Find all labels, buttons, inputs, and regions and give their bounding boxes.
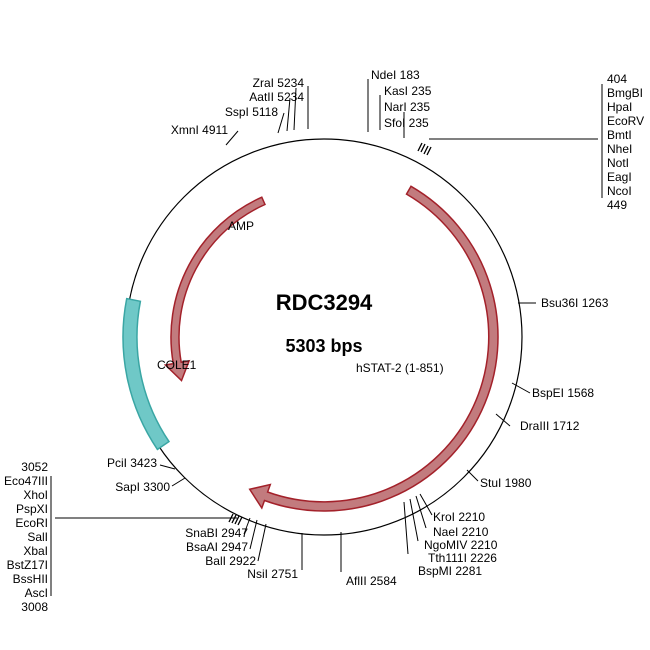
- site-label: KasI 235: [384, 84, 432, 98]
- mcs-right-entry: EcoRV: [607, 114, 644, 128]
- mcs-left-entry: BssHII: [13, 572, 48, 586]
- site-label: NgoMIV 2210: [424, 538, 498, 552]
- site-label: BsaAI 2947: [186, 540, 248, 554]
- site-label: SnaBI 2947: [185, 526, 248, 540]
- mcs-left-entry: EcoRI: [15, 516, 48, 530]
- site-label: BspMI 2281: [418, 564, 482, 578]
- cole1-feature-label: COLE1: [157, 358, 197, 372]
- site-label: PciI 3423: [107, 456, 157, 470]
- site-label: Bsu36I 1263: [541, 296, 609, 310]
- mcs-left-entry: 3052: [21, 460, 48, 474]
- mcs-connectors: [50, 84, 603, 596]
- site-label: XmnI 4911: [171, 123, 228, 137]
- mcs-left-entry: XhoI: [23, 488, 48, 502]
- plasmid-name: RDC3294: [276, 290, 373, 315]
- mcs-left-entry: BstZ17I: [7, 558, 48, 572]
- mcs-left-entry: AscI: [25, 586, 48, 600]
- site-label: BspEI 1568: [532, 386, 594, 400]
- hstat2-feature-label: hSTAT-2 (1-851): [356, 361, 444, 375]
- amp-feature-label: AMP: [228, 219, 254, 233]
- mcs-left-entry: XbaI: [23, 544, 48, 558]
- mcs-right-entry: HpaI: [607, 100, 632, 114]
- mcs-left-entry: 3008: [21, 600, 48, 614]
- site-label: BalI 2922: [205, 554, 256, 568]
- site-label: KroI 2210: [433, 510, 485, 524]
- mcs-left-entry: PspXI: [16, 502, 48, 516]
- site-label: ZraI 5234: [253, 76, 305, 90]
- site-label: NsiI 2751: [247, 567, 298, 581]
- mcs-left-ticks: [228, 513, 243, 526]
- amp-feature-arrow: [163, 196, 266, 382]
- site-label: NdeI 183: [371, 68, 420, 82]
- mcs-right-entry: NheI: [607, 142, 632, 156]
- site-label: SfoI 235: [384, 116, 429, 130]
- site-label: NarI 235: [384, 100, 430, 114]
- site-label: Tth111I 2226: [428, 551, 497, 565]
- mcs-right-list: 404 BmgBI HpaI EcoRV BmtI NheI NotI EagI…: [607, 72, 644, 212]
- site-label: AatII 5234: [249, 90, 304, 104]
- site-label: StuI 1980: [480, 476, 532, 490]
- cole1-feature-box: [122, 297, 171, 451]
- hstat2-feature-arrow: [248, 185, 499, 512]
- site-label: AflII 2584: [346, 574, 397, 588]
- site-label: SapI 3300: [115, 480, 170, 494]
- mcs-right-entry: NcoI: [607, 184, 632, 198]
- site-label: DraIII 1712: [520, 419, 580, 433]
- mcs-left-entry: SalI: [27, 530, 48, 544]
- mcs-right-entry: 449: [607, 198, 627, 212]
- mcs-right-entry: EagI: [607, 170, 632, 184]
- mcs-right-ticks: [417, 142, 432, 156]
- mcs-left-entry: Eco47III: [4, 474, 48, 488]
- mcs-right-entry: 404: [607, 72, 627, 86]
- site-markers: [159, 79, 536, 572]
- mcs-right-entry: BmgBI: [607, 86, 643, 100]
- site-label: SspI 5118: [225, 105, 278, 119]
- plasmid-size: 5303 bps: [285, 336, 362, 356]
- site-labels: NdeI 183 KasI 235 NarI 235 SfoI 235 Bsu3…: [107, 68, 609, 588]
- mcs-left-list: 3052 Eco47III XhoI PspXI EcoRI SalI XbaI…: [4, 460, 48, 614]
- mcs-right-entry: NotI: [607, 156, 629, 170]
- site-label: NaeI 2210: [433, 525, 489, 539]
- mcs-right-entry: BmtI: [607, 128, 632, 142]
